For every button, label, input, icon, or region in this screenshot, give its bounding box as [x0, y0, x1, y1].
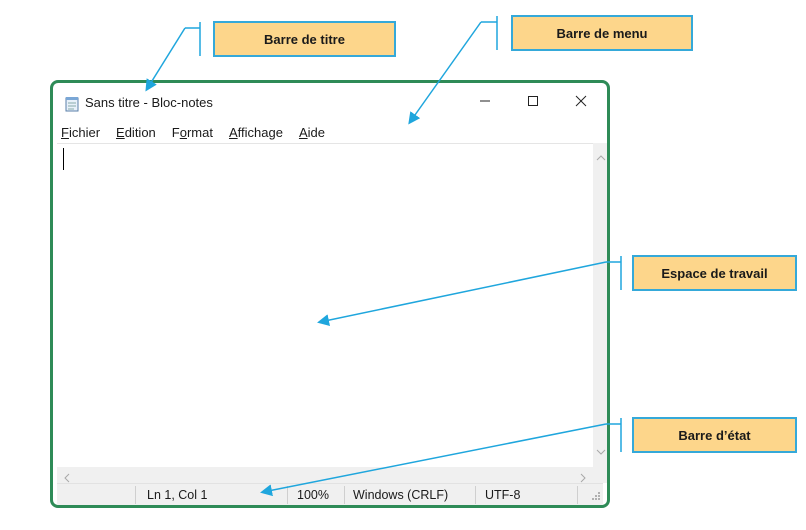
status-bar: Ln 1, Col 1 100% Windows (CRLF) UTF-8: [57, 483, 603, 505]
status-divider: [344, 486, 345, 504]
status-divider: [135, 486, 136, 504]
menu-aide[interactable]: Aide: [299, 125, 325, 140]
menu-affichage[interactable]: Affichage: [229, 125, 283, 140]
callout-menu-bar: Barre de menu: [511, 15, 693, 51]
menu-label-prefix: F: [171, 124, 180, 140]
scroll-down-icon[interactable]: [596, 443, 606, 461]
minimize-button[interactable]: [461, 87, 509, 119]
notepad-icon: [65, 96, 79, 112]
window-client: Sans titre - Bloc-notes Fichier Edition …: [57, 87, 607, 505]
arrow-title-bar: [145, 22, 201, 92]
resize-grip-icon[interactable]: [591, 490, 601, 504]
callout-title-bar: Barre de titre: [213, 21, 396, 57]
status-divider: [577, 486, 578, 504]
scrollbar-corner: [593, 467, 607, 483]
menu-label: dition: [124, 124, 156, 140]
title-bar[interactable]: Sans titre - Bloc-notes: [57, 87, 603, 121]
status-divider: [287, 486, 288, 504]
callout-workspace: Espace de travail: [632, 255, 797, 291]
menu-label: ffichage: [237, 124, 283, 140]
close-icon: [575, 94, 587, 112]
menu-accelerator: A: [298, 124, 308, 140]
window-title: Sans titre - Bloc-notes: [85, 95, 213, 110]
menu-accelerator: E: [116, 124, 125, 140]
scroll-left-icon[interactable]: [63, 470, 71, 488]
status-encoding: UTF-8: [485, 488, 521, 502]
maximize-button[interactable]: [509, 87, 557, 119]
menu-label: ide: [307, 124, 325, 140]
status-divider: [475, 486, 476, 504]
menu-label: ichier: [68, 124, 101, 140]
callout-status-bar: Barre d’état: [632, 417, 797, 453]
maximize-icon: [527, 94, 539, 112]
menu-format[interactable]: Format: [172, 125, 213, 140]
minimize-icon: [479, 94, 491, 112]
close-button[interactable]: [557, 87, 605, 119]
scroll-up-icon[interactable]: [596, 149, 606, 167]
text-editor[interactable]: [57, 143, 593, 468]
vertical-scrollbar[interactable]: [593, 143, 607, 467]
text-caret: [63, 148, 64, 170]
status-position: Ln 1, Col 1: [147, 488, 208, 502]
menu-bar: Fichier Edition Format Affichage Aide: [57, 121, 603, 143]
horizontal-scrollbar[interactable]: [57, 467, 593, 483]
menu-accelerator: o: [179, 124, 187, 140]
status-line-ending: Windows (CRLF): [353, 488, 449, 502]
status-zoom: 100%: [297, 488, 329, 502]
menu-accelerator: A: [228, 124, 238, 140]
notepad-window: Sans titre - Bloc-notes Fichier Edition …: [50, 80, 610, 508]
menu-label: rmat: [186, 124, 213, 140]
menu-edition[interactable]: Edition: [116, 125, 156, 140]
menu-fichier[interactable]: Fichier: [61, 125, 100, 140]
menu-accelerator: F: [61, 124, 69, 140]
